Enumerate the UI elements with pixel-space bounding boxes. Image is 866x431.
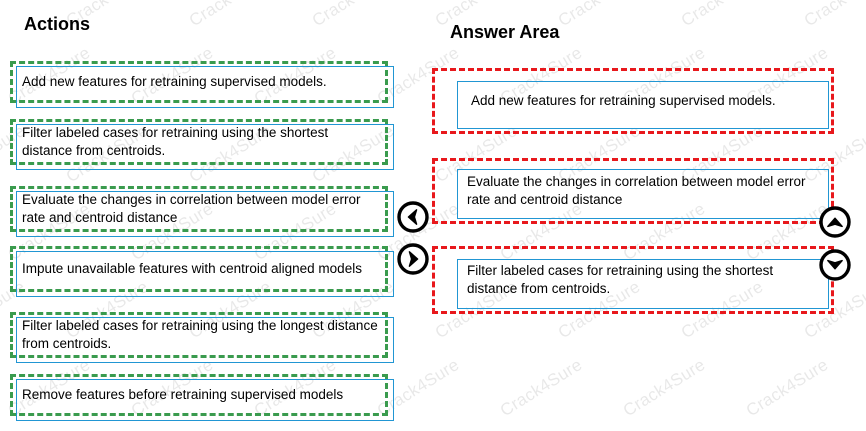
tile-solid-outline (16, 251, 394, 297)
answer-slot-inner-box (457, 81, 829, 129)
watermark-text: Crack4Sure (620, 355, 709, 421)
answer-slot-inner-box (457, 259, 829, 309)
actions-column-title: Actions (24, 14, 91, 34)
tile-solid-outline (16, 66, 394, 108)
move-up-button[interactable] (818, 205, 852, 239)
answer-slot-label: Evaluate the changes in correlation betw… (467, 174, 806, 207)
action-tile-remove-features[interactable]: Remove features before retraining superv… (10, 374, 394, 421)
watermark-text: Crack4Sure (801, 0, 866, 31)
action-tile-label: Impute unavailable features with centroi… (22, 261, 362, 276)
action-tile-add-new-features[interactable]: Add new features for retraining supervis… (10, 61, 394, 108)
action-tile-label: Remove features before retraining superv… (22, 387, 344, 402)
answer-slot-3[interactable]: Filter labeled cases for retraining usin… (432, 246, 834, 314)
watermark-text: Crack4Sure (186, 0, 275, 31)
tile-dashed-outline (10, 246, 388, 292)
watermark-text: Crack4Sure (497, 355, 586, 421)
chevron-up-circle-icon (819, 206, 851, 238)
action-tile-label: Evaluate the changes in correlation betw… (22, 192, 361, 225)
chevron-right-circle-icon (397, 243, 429, 275)
action-tile-label: Filter labeled cases for retraining usin… (22, 318, 378, 351)
chevron-down-circle-icon (819, 249, 851, 281)
answer-slot-2[interactable]: Evaluate the changes in correlation betw… (432, 158, 834, 224)
answer-slot-1[interactable]: Add new features for retraining supervis… (432, 68, 834, 134)
action-tile-filter-shortest[interactable]: Filter labeled cases for retraining usin… (10, 119, 394, 170)
watermark-text: Crack4Sure (555, 0, 644, 31)
tile-dashed-outline (10, 61, 388, 103)
action-tile-filter-longest[interactable]: Filter labeled cases for retraining usin… (10, 312, 394, 363)
answer-slot-label: Filter labeled cases for retraining usin… (467, 263, 774, 296)
tile-solid-outline (16, 191, 394, 237)
answer-slot-inner-box (457, 169, 829, 219)
tile-dashed-outline (10, 312, 388, 358)
action-tile-impute-unavailable[interactable]: Impute unavailable features with centroi… (10, 246, 394, 297)
move-left-button[interactable] (396, 200, 430, 234)
tile-solid-outline (16, 317, 394, 363)
tile-dashed-outline (10, 374, 388, 416)
tile-dashed-outline (10, 186, 388, 232)
move-down-button[interactable] (818, 248, 852, 282)
answer-slot-label: Add new features for retraining supervis… (471, 93, 776, 108)
watermark-text: Crack4Sure (309, 0, 398, 31)
tile-solid-outline (16, 379, 394, 421)
tile-dashed-outline (10, 119, 388, 165)
action-tile-label: Filter labeled cases for retraining usin… (22, 125, 329, 158)
answer-area-title: Answer Area (450, 22, 560, 42)
watermark-text: Crack4Sure (743, 355, 832, 421)
action-tile-evaluate-correlation[interactable]: Evaluate the changes in correlation betw… (10, 186, 394, 237)
tile-solid-outline (16, 124, 394, 170)
chevron-left-circle-icon (397, 201, 429, 233)
action-tile-label: Add new features for retraining supervis… (22, 74, 327, 89)
watermark-text: Crack4Sure (678, 0, 767, 31)
move-right-button[interactable] (396, 242, 430, 276)
